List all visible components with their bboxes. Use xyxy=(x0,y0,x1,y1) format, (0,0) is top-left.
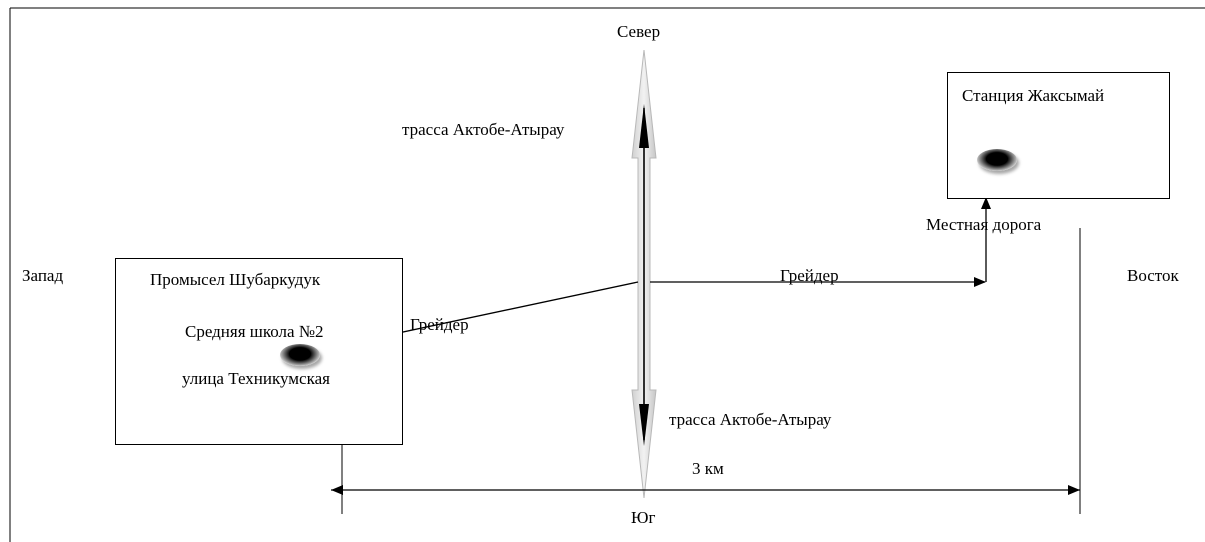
highway-label-south: трасса Актобе-Атырау xyxy=(669,410,832,429)
south-label: Юг xyxy=(631,508,656,527)
grader-road-west-arrow xyxy=(355,281,639,345)
west-label: Запад xyxy=(22,266,64,285)
west-box-street: улица Техникумская xyxy=(182,369,330,388)
station-marker-icon xyxy=(977,149,1017,171)
west-location-box xyxy=(115,258,403,445)
location-marker-icon xyxy=(280,344,320,366)
east-location-box xyxy=(947,72,1170,199)
east-label: Восток xyxy=(1127,266,1179,285)
scale-bar-left-head xyxy=(331,485,343,495)
scale-label: 3 км xyxy=(692,459,724,478)
grader-road-east-label: Грейдер xyxy=(780,266,839,285)
scale-bar-right-head xyxy=(1068,485,1080,495)
grader-road-west-label: Грейдер xyxy=(410,315,469,334)
west-box-school: Средняя школа №2 xyxy=(185,322,324,341)
west-box-title: Промысел Шубаркудук xyxy=(150,270,321,289)
local-road-label: Местная дорога xyxy=(926,215,1042,234)
east-box-title: Станция Жаксымай xyxy=(962,86,1105,105)
highway-arrow xyxy=(631,49,657,499)
north-label: Север xyxy=(617,22,661,41)
highway-label-north: трасса Актобе-Атырау xyxy=(402,120,565,139)
